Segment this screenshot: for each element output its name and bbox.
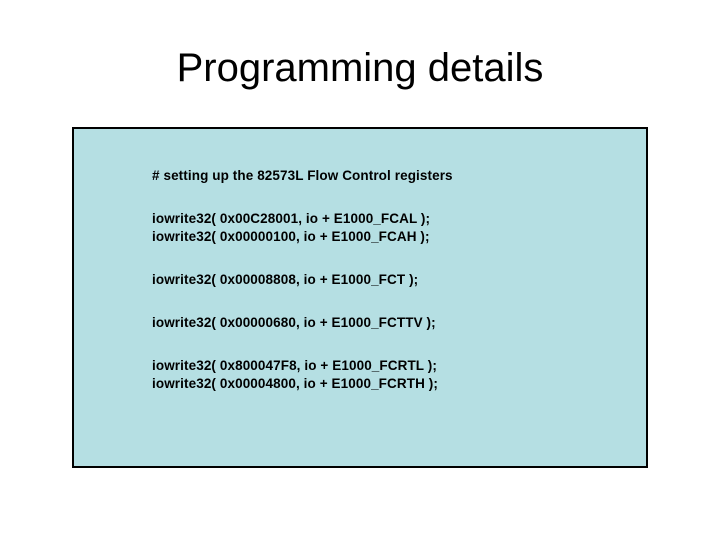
- code-line: iowrite32( 0x00C28001, io + E1000_FCAL )…: [152, 211, 431, 226]
- code-block: # setting up the 82573L Flow Control reg…: [152, 167, 636, 185]
- code-block: iowrite32( 0x00C28001, io + E1000_FCAL )…: [152, 210, 636, 246]
- code-line: iowrite32( 0x00000680, io + E1000_FCTTV …: [152, 315, 436, 330]
- code-block: iowrite32( 0x800047F8, io + E1000_FCRTL …: [152, 357, 636, 393]
- code-snippet-panel: # setting up the 82573L Flow Control reg…: [72, 127, 648, 468]
- code-line: # setting up the 82573L Flow Control reg…: [152, 168, 453, 183]
- code-snippet-body: # setting up the 82573L Flow Control reg…: [152, 167, 636, 393]
- page-title: Programming details: [176, 46, 544, 90]
- code-line: iowrite32( 0x00008808, io + E1000_FCT );: [152, 272, 419, 287]
- code-block: iowrite32( 0x00000680, io + E1000_FCTTV …: [152, 314, 636, 332]
- code-line: iowrite32( 0x800047F8, io + E1000_FCRTL …: [152, 358, 437, 373]
- code-block: iowrite32( 0x00008808, io + E1000_FCT );: [152, 271, 636, 289]
- code-line: iowrite32( 0x00000100, io + E1000_FCAH )…: [152, 229, 430, 244]
- code-line: iowrite32( 0x00004800, io + E1000_FCRTH …: [152, 376, 438, 391]
